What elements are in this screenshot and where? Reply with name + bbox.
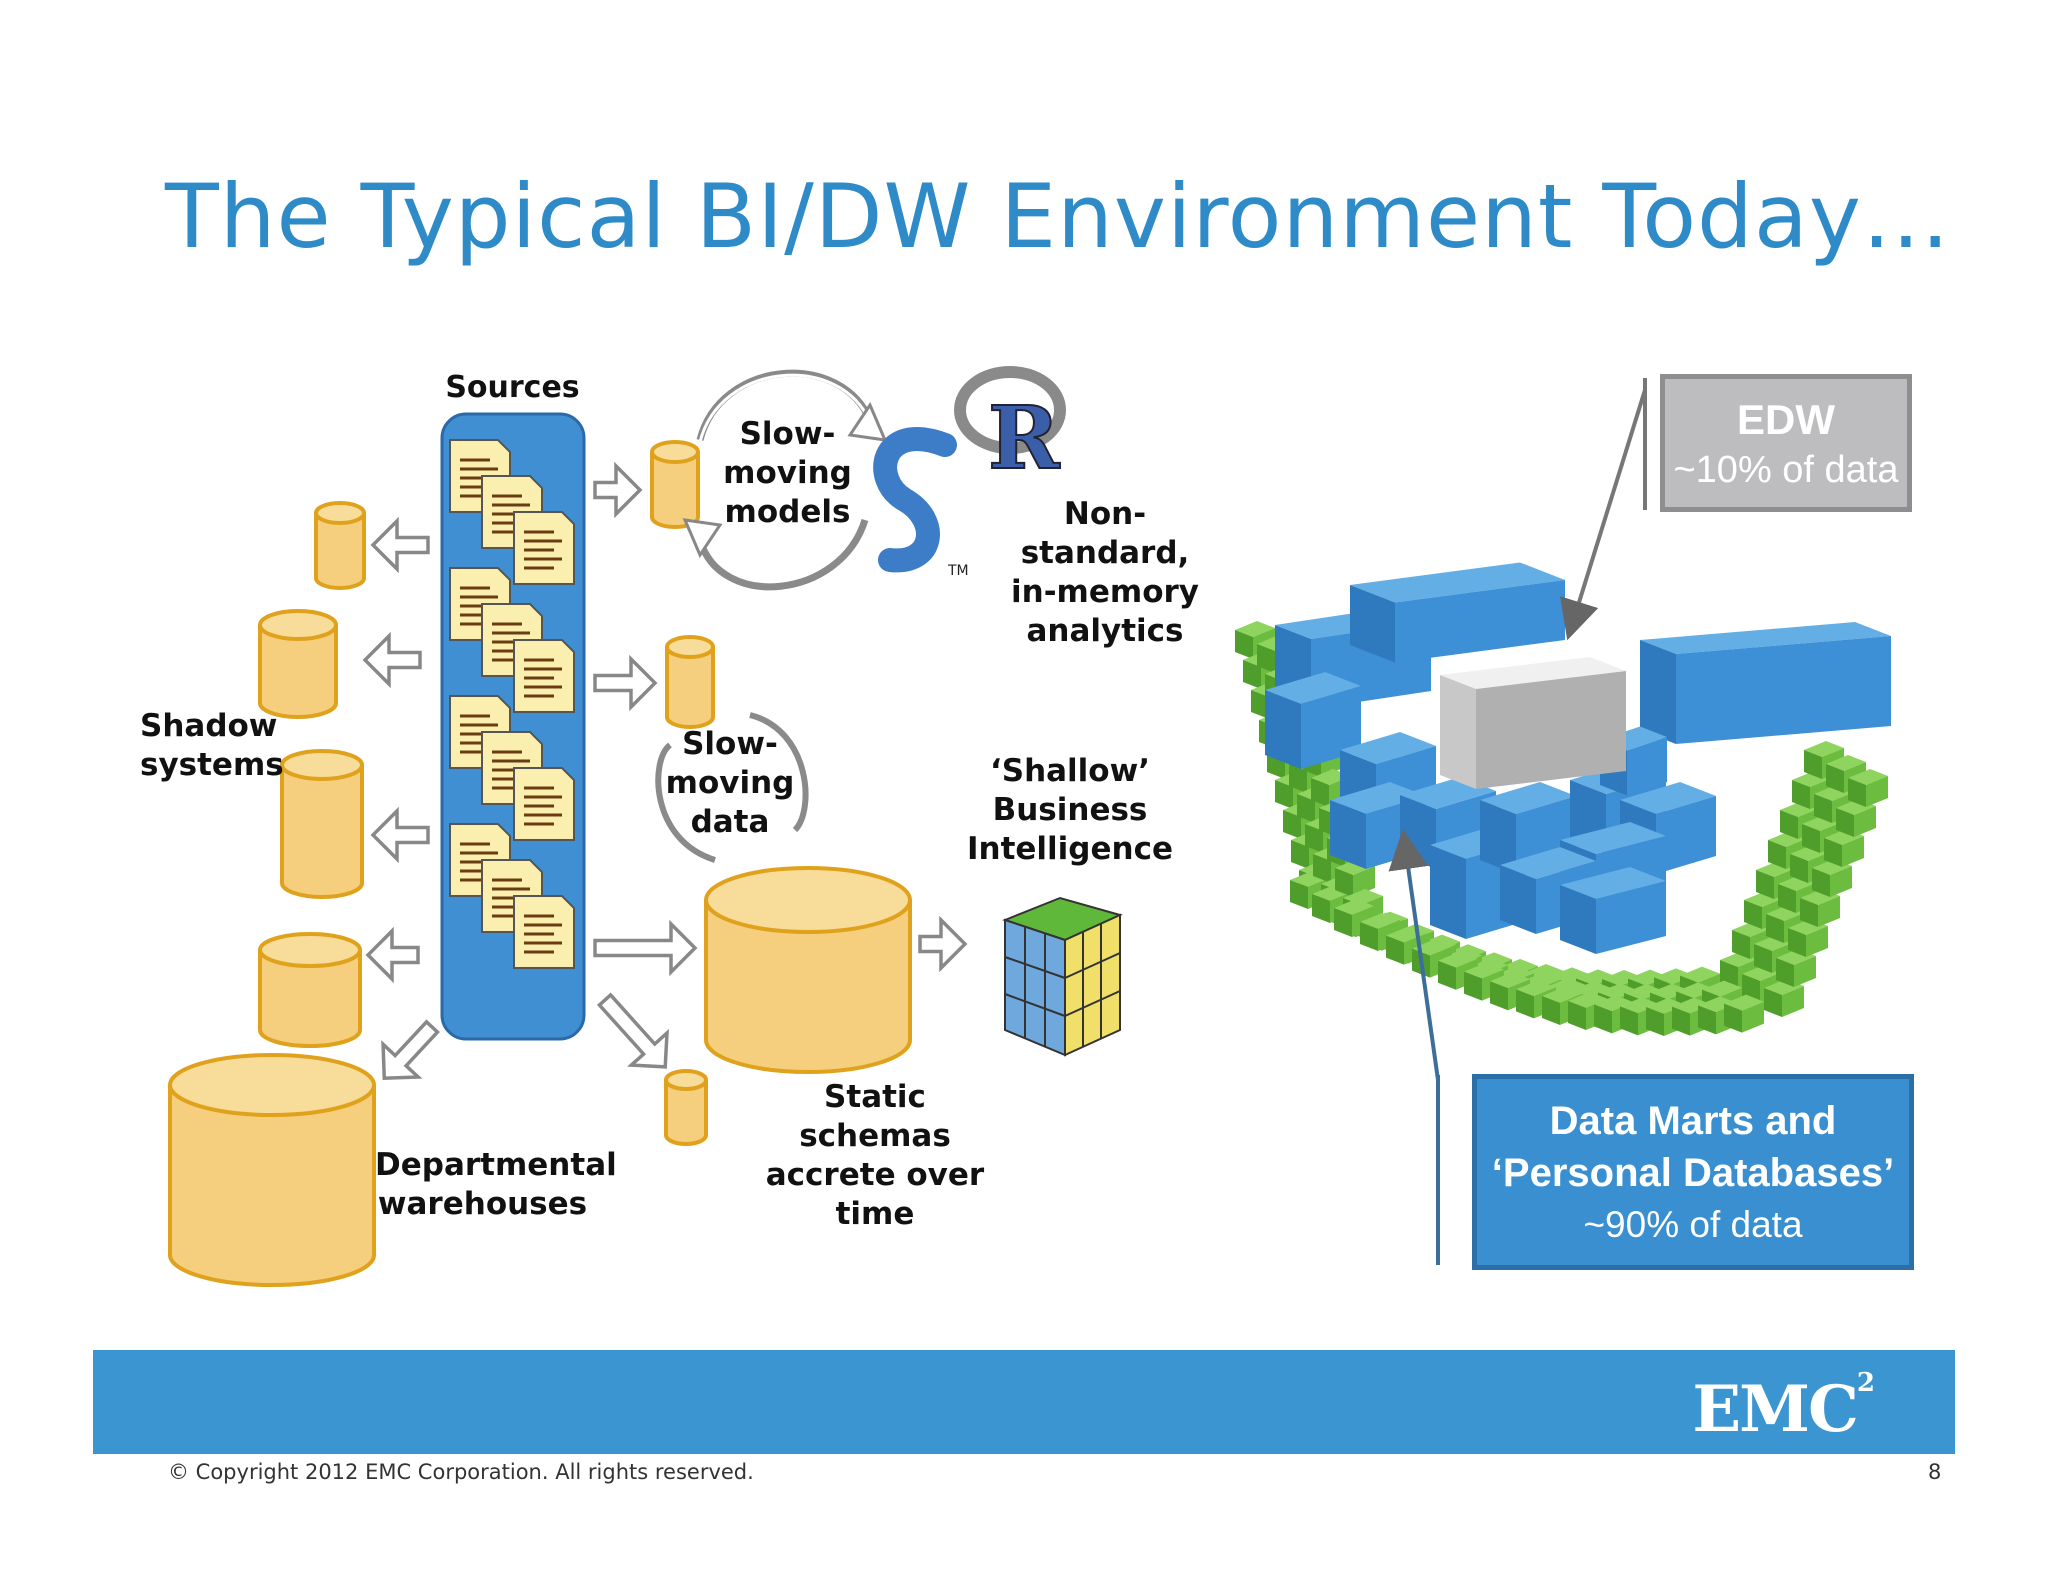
green-cube (1724, 994, 1764, 1033)
marts-pointer-arrow (1388, 829, 1440, 1081)
arrow-to-bi (918, 915, 968, 973)
flow-arrows (362, 461, 968, 1081)
models-cycle-arrows (696, 369, 874, 591)
source-document-icon (513, 511, 575, 585)
edw-callout-box: EDW ~10% of data (1660, 374, 1912, 512)
spill-cylinder (664, 1069, 708, 1146)
label-sources: Sources (445, 370, 580, 405)
cube-right-face (1064, 913, 1121, 1057)
marts-line-2: ‘Personal Databases’ (1491, 1151, 1895, 1195)
slide-title: The Typical BI/DW Environment Today… (165, 165, 1951, 268)
page-number: 8 (1928, 1460, 1942, 1484)
cube-left-face (1004, 918, 1066, 1057)
blue-building (1560, 867, 1666, 954)
source-document-icon (513, 767, 575, 841)
olap-cube-icon (1002, 896, 1123, 1057)
cycle-arrowhead-2 (682, 518, 723, 559)
cycle-arrowhead-1 (847, 401, 888, 442)
green-cube (1836, 799, 1876, 837)
sas-logo-icon: TM (873, 427, 969, 579)
r-logo-icon: R (954, 366, 1066, 490)
city-illustration (1235, 562, 1891, 1037)
edw-pointer-arrow (1560, 389, 1647, 641)
marts-line-1: Data Marts and (1549, 1099, 1837, 1143)
shadow-system-cylinders (258, 440, 715, 1146)
sources-panel (440, 412, 586, 1041)
footer-band: EMC2 (93, 1350, 1955, 1454)
source-document-icon (513, 639, 575, 713)
edw-title: EDW (1737, 396, 1835, 443)
departmental-warehouse-cylinder (168, 1053, 376, 1287)
marts-line-3: ~90% of data (1583, 1204, 1803, 1245)
arrow-to-static (593, 919, 698, 977)
blue-building (1640, 622, 1891, 744)
slow-data-cylinder (665, 635, 715, 729)
green-cube (1848, 769, 1888, 807)
emc-logo: EMC2 (1692, 1368, 1875, 1447)
green-cube (1335, 859, 1375, 897)
data-marts-callout-box: Data Marts and ‘Personal Databases’ ~90%… (1472, 1074, 1914, 1270)
edw-subtitle: ~10% of data (1673, 449, 1899, 491)
shadow-cylinder (314, 501, 366, 590)
static-schema-cylinder (704, 866, 912, 1074)
blue-building (1265, 672, 1361, 769)
data-cycle-arrows (655, 712, 809, 863)
source-document-icon (513, 895, 575, 969)
svg-text:TM: TM (947, 563, 969, 579)
copyright-text: © Copyright 2012 EMC Corporation. All ri… (168, 1460, 754, 1484)
green-cube (1764, 979, 1804, 1017)
arrow-to-shadow (370, 806, 430, 864)
arrow-to-models (593, 461, 643, 519)
shadow-cylinder (258, 932, 362, 1048)
blue-building (1620, 782, 1716, 874)
blue-building (1350, 562, 1565, 663)
model-data-cylinder (650, 440, 700, 529)
green-cube (1334, 899, 1374, 937)
arrow-to-shadow (362, 631, 422, 689)
arrow-to-shadow (370, 516, 430, 574)
arrow-down-right (596, 992, 669, 1069)
svg-text:R: R (988, 388, 1060, 489)
edw-building (1440, 657, 1626, 789)
shadow-cylinder (258, 609, 338, 719)
shadow-cylinder (280, 749, 364, 899)
arrow-to-slow-data (593, 654, 658, 712)
arrow-to-shadow (365, 926, 420, 984)
arrow-to-departmental (381, 1019, 440, 1081)
